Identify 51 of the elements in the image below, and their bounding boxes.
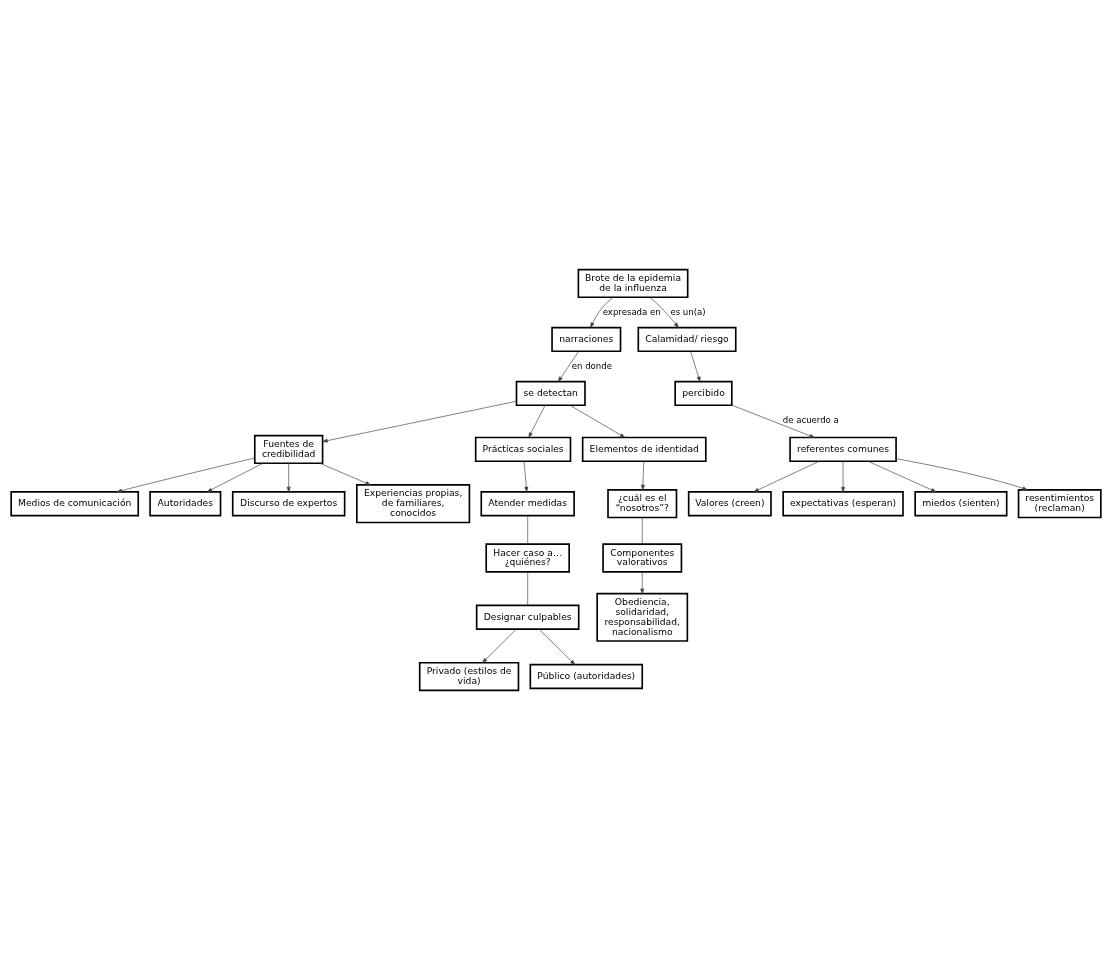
node-box: Atender medidas — [480, 490, 575, 516]
node-box: Brote de la epidemia de la influenza — [577, 268, 689, 298]
connector — [527, 514, 529, 544]
arrow — [867, 460, 937, 492]
arrow — [482, 628, 517, 663]
node-box: Calamidad/ riesgo — [637, 326, 737, 352]
node-box: Valores (creen) — [687, 490, 772, 516]
node-box: Fuentes de credibilidad — [253, 434, 324, 464]
arrow — [895, 457, 1028, 490]
arrow — [640, 460, 645, 490]
arrow — [523, 460, 529, 492]
arrow — [690, 350, 701, 382]
node-box: referentes comunes — [789, 436, 897, 462]
node-box: Autoridades — [149, 490, 222, 516]
arrow — [731, 404, 815, 438]
arrow — [649, 296, 679, 328]
node-box: Designar culpables — [475, 604, 580, 630]
edge-label: es un(a) — [670, 306, 706, 317]
arrow — [322, 400, 517, 443]
arrow — [319, 462, 371, 485]
node-box: Elementos de identidad — [581, 436, 707, 462]
node-box: Público (autoridades) — [529, 663, 644, 689]
node-box: miedos (sienten) — [914, 490, 1008, 516]
node-box: Hacer caso a… ¿quiénes? — [485, 542, 570, 573]
connector — [527, 571, 529, 606]
arrow — [207, 462, 264, 492]
node-box: percibido — [674, 380, 733, 406]
arrow — [841, 460, 846, 492]
node-box: ¿cuál es el “nosotros”? — [607, 488, 678, 518]
node-box: expectativas (esperan) — [782, 490, 904, 516]
node-box: Prácticas sociales — [474, 436, 572, 462]
arrow — [640, 571, 645, 594]
arrow — [557, 350, 579, 382]
node-box: Discurso de expertos — [231, 490, 346, 516]
node-box: narraciones — [551, 326, 622, 352]
arrow — [528, 404, 546, 438]
node-box: se detectan — [515, 380, 586, 406]
arrow — [286, 462, 291, 492]
arrow — [116, 457, 255, 493]
edge-label: de acuerdo a — [782, 414, 839, 425]
edge-label: expresada en — [602, 306, 661, 317]
connector — [641, 516, 643, 544]
node-box: Privado (estilos de vida) — [418, 661, 520, 691]
arrow — [590, 296, 614, 328]
edge-label: en donde — [571, 360, 612, 371]
arrow — [569, 404, 626, 438]
arrow — [538, 628, 576, 665]
node-box: Componentes valorativos — [602, 542, 683, 573]
arrow — [753, 460, 820, 492]
node-box: Obediencia, solidaridad, responsabilidad, nacionalismo — [596, 592, 689, 642]
node-box: Experiencias propias, de familiares, conocidos — [356, 483, 471, 523]
